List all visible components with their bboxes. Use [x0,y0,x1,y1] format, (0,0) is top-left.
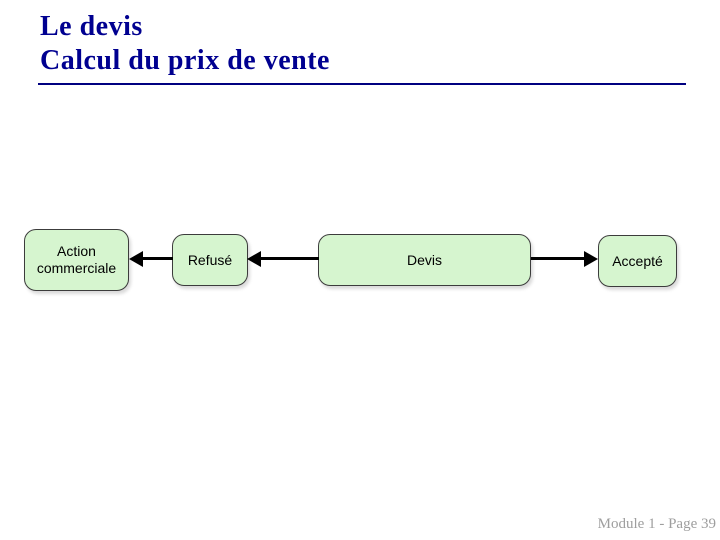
arrow-line-refuse-to-action [142,257,173,260]
arrow-line-devis-to-accepte [531,257,586,260]
title-underline [38,83,686,85]
footer-page-number: Module 1 - Page 39 [597,516,716,532]
arrow-right-icon [584,251,598,267]
title-line-1: Le devis [40,11,143,42]
arrow-line-devis-to-refuse [260,257,319,260]
node-action-commerciale: Action commerciale [24,229,129,291]
page-title: Le devis Calcul du prix de vente [40,10,330,78]
title-line-2: Calcul du prix de vente [40,45,330,76]
node-devis: Devis [318,234,531,286]
arrow-left-icon [129,251,143,267]
node-refuse: Refusé [172,234,248,286]
arrow-left-icon [247,251,261,267]
node-accepte: Accepté [598,235,677,287]
